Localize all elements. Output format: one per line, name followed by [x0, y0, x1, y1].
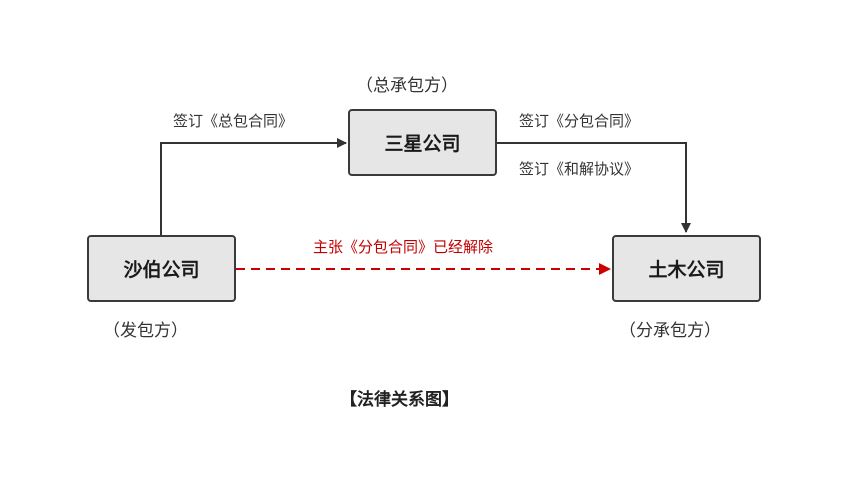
- tumu-role: （分承包方）: [619, 321, 721, 341]
- sub-contract-label: 签订《分包合同》: [519, 112, 640, 130]
- shabo-company-box: 沙伯公司: [87, 235, 236, 302]
- claim-label: 主张《分包合同》已经解除: [313, 238, 494, 256]
- tumu-company-box: 土木公司: [612, 235, 761, 302]
- general-contract-connector: [160, 138, 347, 235]
- sub-contract-connector: [497, 142, 691, 233]
- general-contract-label: 签订《总包合同》: [173, 112, 294, 130]
- shabo-role: （发包方）: [103, 321, 188, 341]
- samsung-company-box: 三星公司: [348, 109, 497, 176]
- diagram-caption: 【法律关系图】: [340, 390, 459, 410]
- settlement-agreement-label: 签订《和解协议》: [519, 160, 640, 178]
- samsung-role: （总承包方）: [356, 76, 458, 96]
